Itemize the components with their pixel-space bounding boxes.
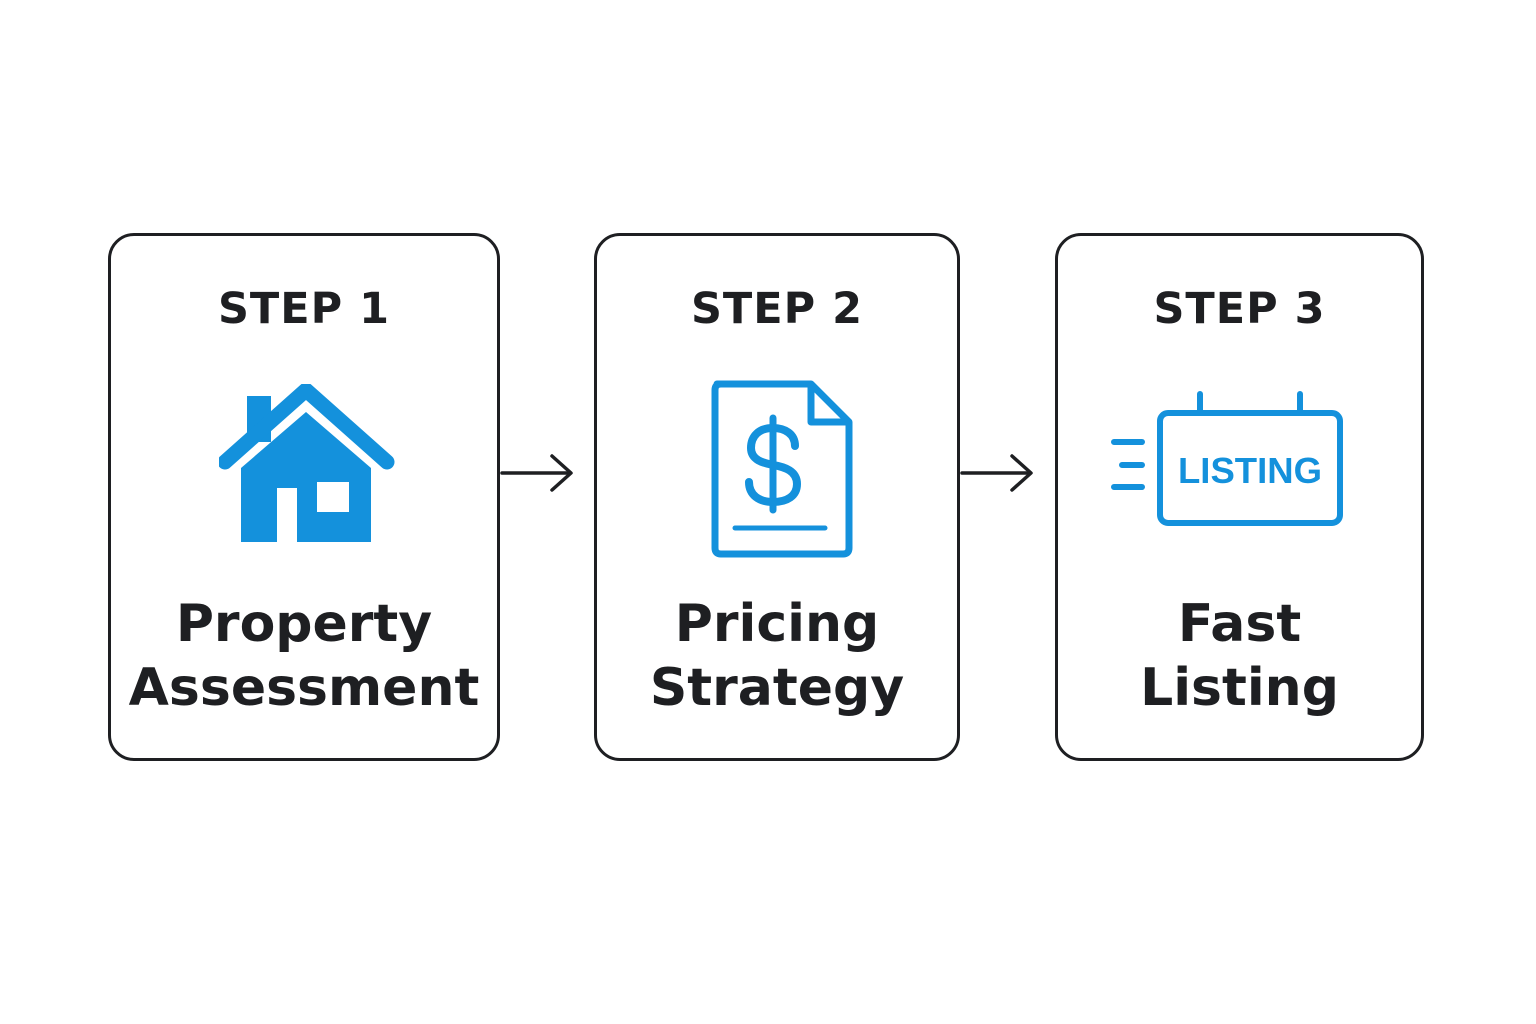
- step-card-3: STEP 3 LISTING Fast Listing: [1055, 233, 1424, 761]
- step-title: Property Assessment: [111, 592, 497, 720]
- step-title-line: Strategy: [649, 658, 905, 718]
- listing-sign-icon: LISTING: [1111, 391, 1343, 526]
- step-label: STEP 3: [1153, 284, 1326, 334]
- step-title-line: Pricing: [674, 594, 880, 654]
- step-title-line: Property: [175, 594, 433, 654]
- arrow-right-icon: [960, 454, 1033, 492]
- step-label: STEP 2: [690, 284, 864, 334]
- step-label: STEP 1: [217, 284, 391, 334]
- price-document-icon: [711, 380, 853, 558]
- step-title-line: Fast: [1177, 594, 1302, 654]
- house-icon: [219, 384, 395, 542]
- step-card-2: STEP 2 Pricing Strategy: [594, 233, 960, 761]
- step-title: Fast Listing: [1058, 592, 1421, 720]
- step-title-line: Listing: [1140, 658, 1339, 718]
- listing-sign-text: LISTING: [1178, 450, 1322, 491]
- step-title: Pricing Strategy: [597, 592, 957, 720]
- step-card-1: STEP 1 Property Assessment: [108, 233, 500, 761]
- step-title-line: Assessment: [128, 658, 480, 718]
- arrow-right-icon: [500, 454, 573, 492]
